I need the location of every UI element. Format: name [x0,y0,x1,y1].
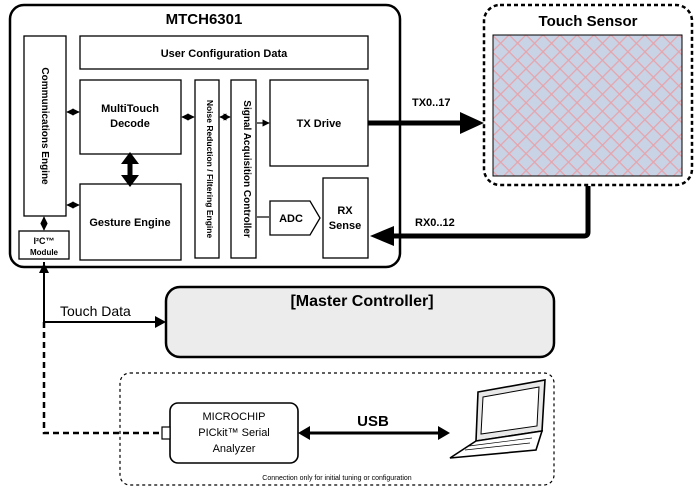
tx-drive-label: TX Drive [297,118,342,130]
tuning-note: Connection only for initial tuning or co… [262,475,412,482]
mtch6301-chip: MTCH6301 Communications Engine I²C™ Modu… [8,3,402,269]
rx-sense-label-line2: Sense [329,220,361,232]
analyzer-dashed-link [42,322,160,435]
signal-acquisition-block [230,79,257,259]
communications-engine-label: Communications Engine [39,67,50,185]
rx-sense-block [322,177,369,259]
sensor-grid [492,34,683,177]
tuning-connection-box [119,372,555,486]
signal-acquisition-label: Signal Acquisition Controller [241,100,252,238]
tx-label: TX0..17 [412,97,451,109]
analyzer-line2: PICkit™ Serial [198,427,270,439]
multitouch-label-line2: Decode [110,118,150,130]
internal-connectors [40,108,270,231]
i2c-module-label: Module [30,248,59,257]
noise-reduction-block [194,79,220,259]
pickit-analyzer: MICROCHIP PICkit™ Serial Analyzer [161,402,299,464]
touch-sensor: Touch Sensor [482,3,694,187]
noise-reduction-label: Noise Reduction / Filtering Engine [205,100,215,239]
adc-block [269,200,321,236]
laptop-icon [449,379,546,459]
usb-label: USB [357,413,389,430]
tx-arrow [368,112,484,134]
chip-title: MTCH6301 [166,11,243,28]
rx-arrow [370,186,591,246]
adc-label: ADC [279,213,303,225]
gesture-engine-label: Gesture Engine [89,217,170,229]
rx-sense-label-line1: RX [337,205,353,217]
touch-data-label: Touch Data [60,303,131,319]
multitouch-decode-block [79,79,182,155]
gesture-engine-block [79,183,182,261]
usb-link [298,426,450,440]
touch-sensor-title: Touch Sensor [539,13,638,30]
tx-drive-block [269,79,369,167]
master-controller-label: [Master Controller] [290,293,433,310]
communications-engine-block [23,35,67,217]
rx-label: RX0..12 [415,217,455,229]
touch-data-connector [39,262,166,328]
i2c-label: I²C™ [34,236,55,246]
i2c-module-block [18,230,70,260]
multitouch-label-line1: MultiTouch [101,103,159,115]
user-config-label: User Configuration Data [161,48,288,60]
analyzer-line3: Analyzer [213,443,256,455]
analyzer-line1: MICROCHIP [203,411,266,423]
user-config-block [79,35,369,70]
